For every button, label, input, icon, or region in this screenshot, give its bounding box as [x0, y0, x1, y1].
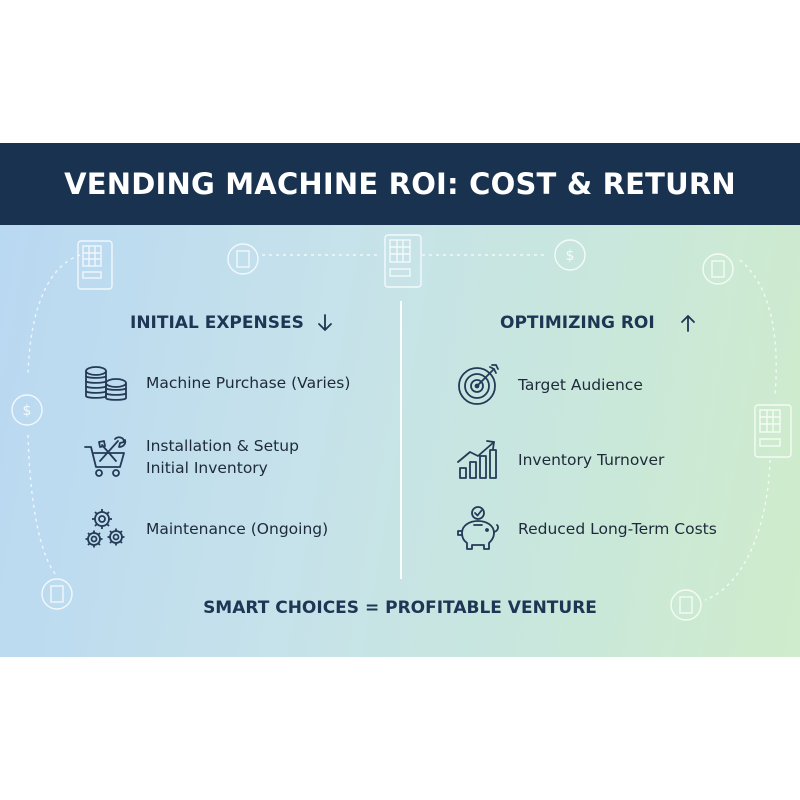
growth-chart-icon [457, 440, 497, 479]
svg-text:$: $ [566, 248, 575, 264]
list-item-target-audience: Target Audience [454, 361, 643, 409]
item-label: Initial Inventory [146, 459, 268, 477]
coin-icon [11, 239, 586, 426]
arrow-down-icon [317, 314, 332, 331]
item-label: Target Audience [518, 376, 643, 394]
column-divider [400, 301, 402, 579]
list-item-maintenance: Maintenance (Ongoing) [82, 505, 328, 553]
target-icon [458, 364, 499, 405]
title-banner: VENDING MACHINE ROI: COST & RETURN [0, 143, 800, 225]
gears-icon [85, 509, 125, 548]
item-label: Installation & Setup [146, 437, 299, 455]
optimizing-roi-heading: OPTIMIZING ROI [500, 309, 699, 337]
list-item-inventory-turnover: Inventory Turnover [454, 436, 664, 484]
piggy-bank-icon [457, 506, 499, 550]
initial-expenses-heading: INITIAL EXPENSES [130, 309, 336, 337]
page-title: VENDING MACHINE ROI: COST & RETURN [64, 167, 736, 201]
vending-machine-icon [77, 240, 113, 290]
vending-machine-icon [754, 404, 792, 458]
svg-text:$: $ [23, 403, 32, 419]
background-decoration: $ $ [11, 234, 792, 621]
list-item-installation-setup: Installation & Setup Initial Inventory [82, 433, 299, 481]
list-item-reduced-costs: Reduced Long-Term Costs [454, 505, 717, 553]
item-label: Machine Purchase (Varies) [146, 374, 351, 392]
list-item-machine-purchase: Machine Purchase (Varies) [82, 359, 350, 407]
item-label: Reduced Long-Term Costs [518, 520, 717, 538]
coin-stack-icon [85, 366, 127, 401]
footer-tagline: SMART CHOICES = PROFITABLE VENTURE [203, 598, 597, 618]
item-label: Inventory Turnover [518, 451, 665, 469]
tools-cart-icon [84, 436, 127, 477]
receipt-icon [41, 243, 734, 621]
vending-machine-icon [384, 234, 422, 288]
infographic-panel: $ $ INITIAL EXPENSES M [0, 225, 800, 657]
arrow-up-icon [680, 315, 695, 332]
item-label: Maintenance (Ongoing) [146, 520, 329, 538]
